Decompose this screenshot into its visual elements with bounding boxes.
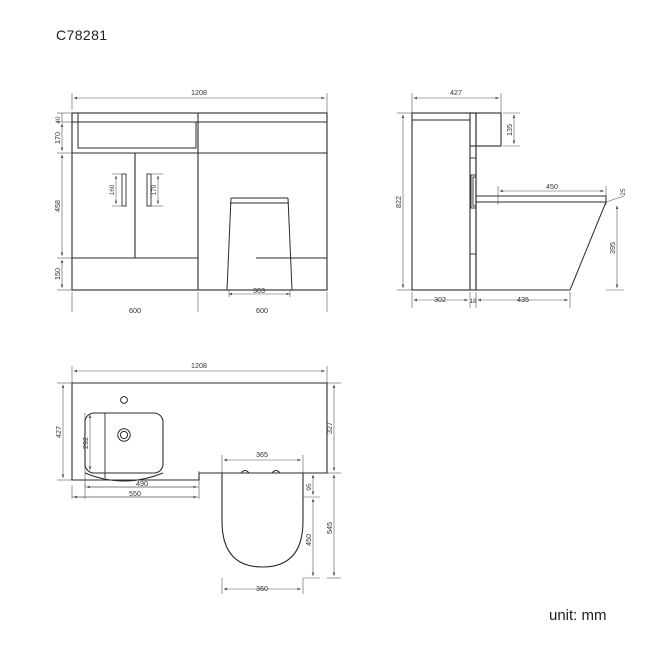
dim-front-left-width: 600 [129,306,141,315]
dim-front-plinth-height: 150 [53,268,62,280]
dim-side-seat-length: 450 [546,182,558,191]
front-handle-labels: 160 170 [109,184,158,195]
dim-plan-basin-outer-width: 550 [129,489,141,498]
dim-front-top-thickness: 40 [55,116,62,124]
dim-plan-basin-inner-width: 490 [136,479,148,488]
dim-side-base-depth: 302 [434,295,446,304]
dim-plan-overall-width: 1208 [191,361,207,370]
dim-plan-counter-depth: 427 [54,426,63,438]
dim-side-overall-height: 822 [394,196,403,208]
dim-plan-bowl-depth: 450 [304,534,313,546]
dim-plan-cistern-depth: 95 [306,483,313,491]
dim-front-basin-depth: 170 [53,132,62,144]
dim-front-overall-width: 1208 [191,88,207,97]
dim-side-gap: 18 [469,298,477,305]
side-view-dimension-labels: 427 135 822 450 25 395 302 18 435 [394,88,627,305]
dim-plan-toilet-total-depth: 545 [325,522,334,534]
unit-label: unit: mm [549,607,607,624]
front-view-dimensions [57,93,328,312]
front-door-handles [121,173,152,207]
dim-front-right-width: 600 [256,306,268,315]
dim-handle-left: 160 [109,184,116,195]
dim-side-toilet-depth: 435 [517,295,529,304]
dim-plan-toilet-width: 360 [256,584,268,593]
page-title: C78281 [56,27,108,43]
dim-side-basin-overhang: 135 [505,124,514,136]
plan-view-dimension-labels: 1208 427 292 490 550 365 95 450 327 545 … [54,361,334,593]
plan-view-geometry [71,382,328,568]
dim-front-door-height: 458 [53,200,62,212]
dim-plan-right-counter-depth: 327 [325,422,334,434]
side-view-geometry [411,112,607,291]
plan-view-dimensions [57,366,341,594]
front-handle-dimensions [112,173,163,207]
dim-handle-right: 170 [151,184,158,195]
dim-plan-cistern-width: 365 [256,450,268,459]
dim-side-seat-thickness: 25 [620,188,627,196]
dim-side-cabinet-depth: 427 [450,88,462,97]
front-view-geometry [71,112,328,291]
dim-side-toilet-height: 395 [608,242,617,254]
side-handle [470,174,477,209]
